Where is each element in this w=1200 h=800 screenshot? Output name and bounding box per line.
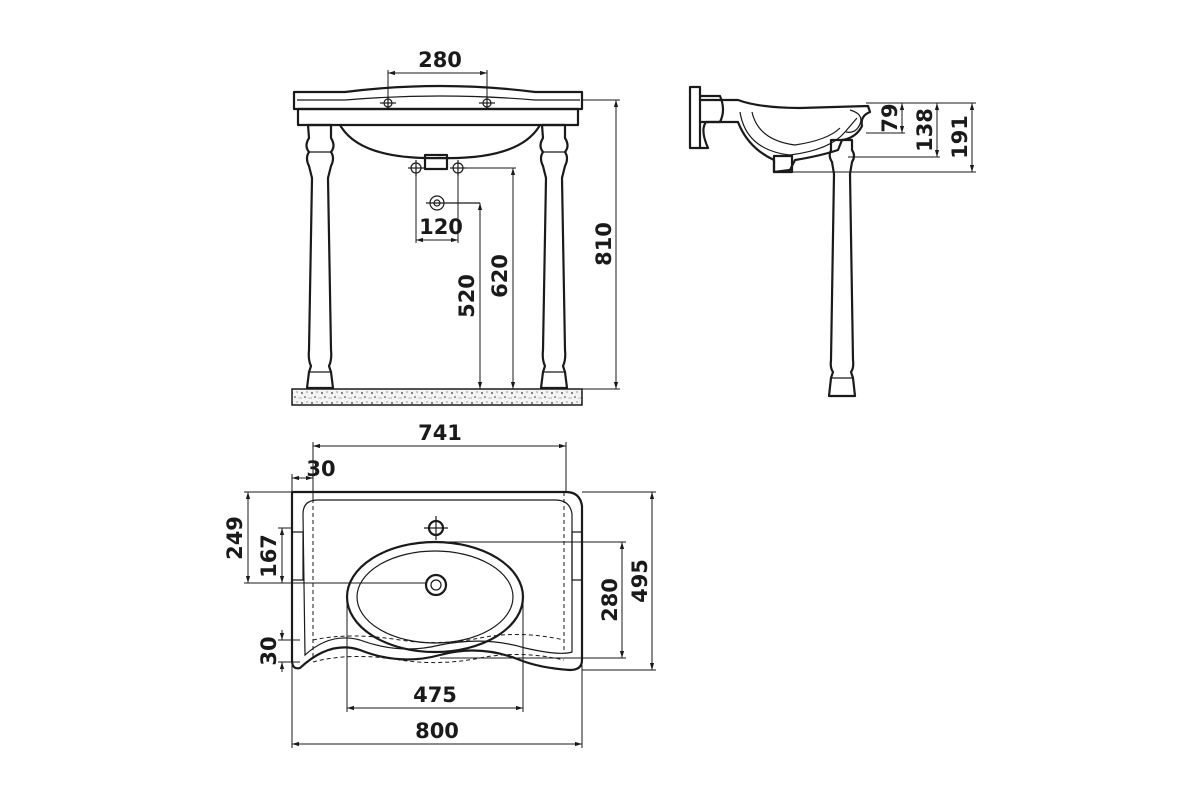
top-inner-rim [302, 499, 573, 657]
basin-bowl [338, 123, 542, 160]
dim-front-lip: 30 [257, 636, 281, 665]
top-view: 741 30 249 167 30 280 495 475 [223, 421, 656, 748]
dim-tap-spacing: 280 [418, 48, 462, 72]
dim-bowl-width: 475 [413, 683, 457, 707]
floor-hatch [291, 388, 583, 406]
waste-connection [426, 195, 480, 211]
tap-hole-top [424, 516, 448, 540]
leg-left [305, 123, 335, 390]
dim-tap-to-back: 249 [223, 516, 247, 560]
dim-trap-height: 620 [488, 254, 512, 298]
top-bowl [345, 540, 525, 654]
dim-bowl-depth: 138 [913, 108, 937, 152]
wall-bracket [688, 85, 702, 150]
basin-apron [296, 107, 580, 127]
dim-waste-to-back: 167 [257, 534, 281, 578]
dim-total-height: 810 [592, 222, 616, 266]
side-basin [698, 98, 872, 174]
leg-right [539, 123, 569, 390]
drain-icon [424, 573, 448, 597]
dim-inner-width: 741 [418, 421, 462, 445]
dim-waste-offset: 120 [419, 215, 463, 239]
dim-overflow-depth: 79 [878, 103, 902, 132]
side-leg [827, 138, 857, 398]
dim-total-width: 800 [415, 719, 459, 743]
front-view: 280 120 520 620 810 [291, 48, 620, 406]
dim-rim-offset: 30 [306, 457, 335, 481]
dim-total-depth-top: 495 [628, 559, 652, 603]
basin-rim [292, 84, 584, 111]
side-view: 79 138 191 [688, 85, 976, 398]
dim-total-depth-side: 191 [948, 115, 972, 159]
top-outline [290, 490, 584, 672]
dim-bowl-depth-top: 280 [598, 578, 622, 622]
dim-waste-height: 520 [455, 274, 479, 318]
